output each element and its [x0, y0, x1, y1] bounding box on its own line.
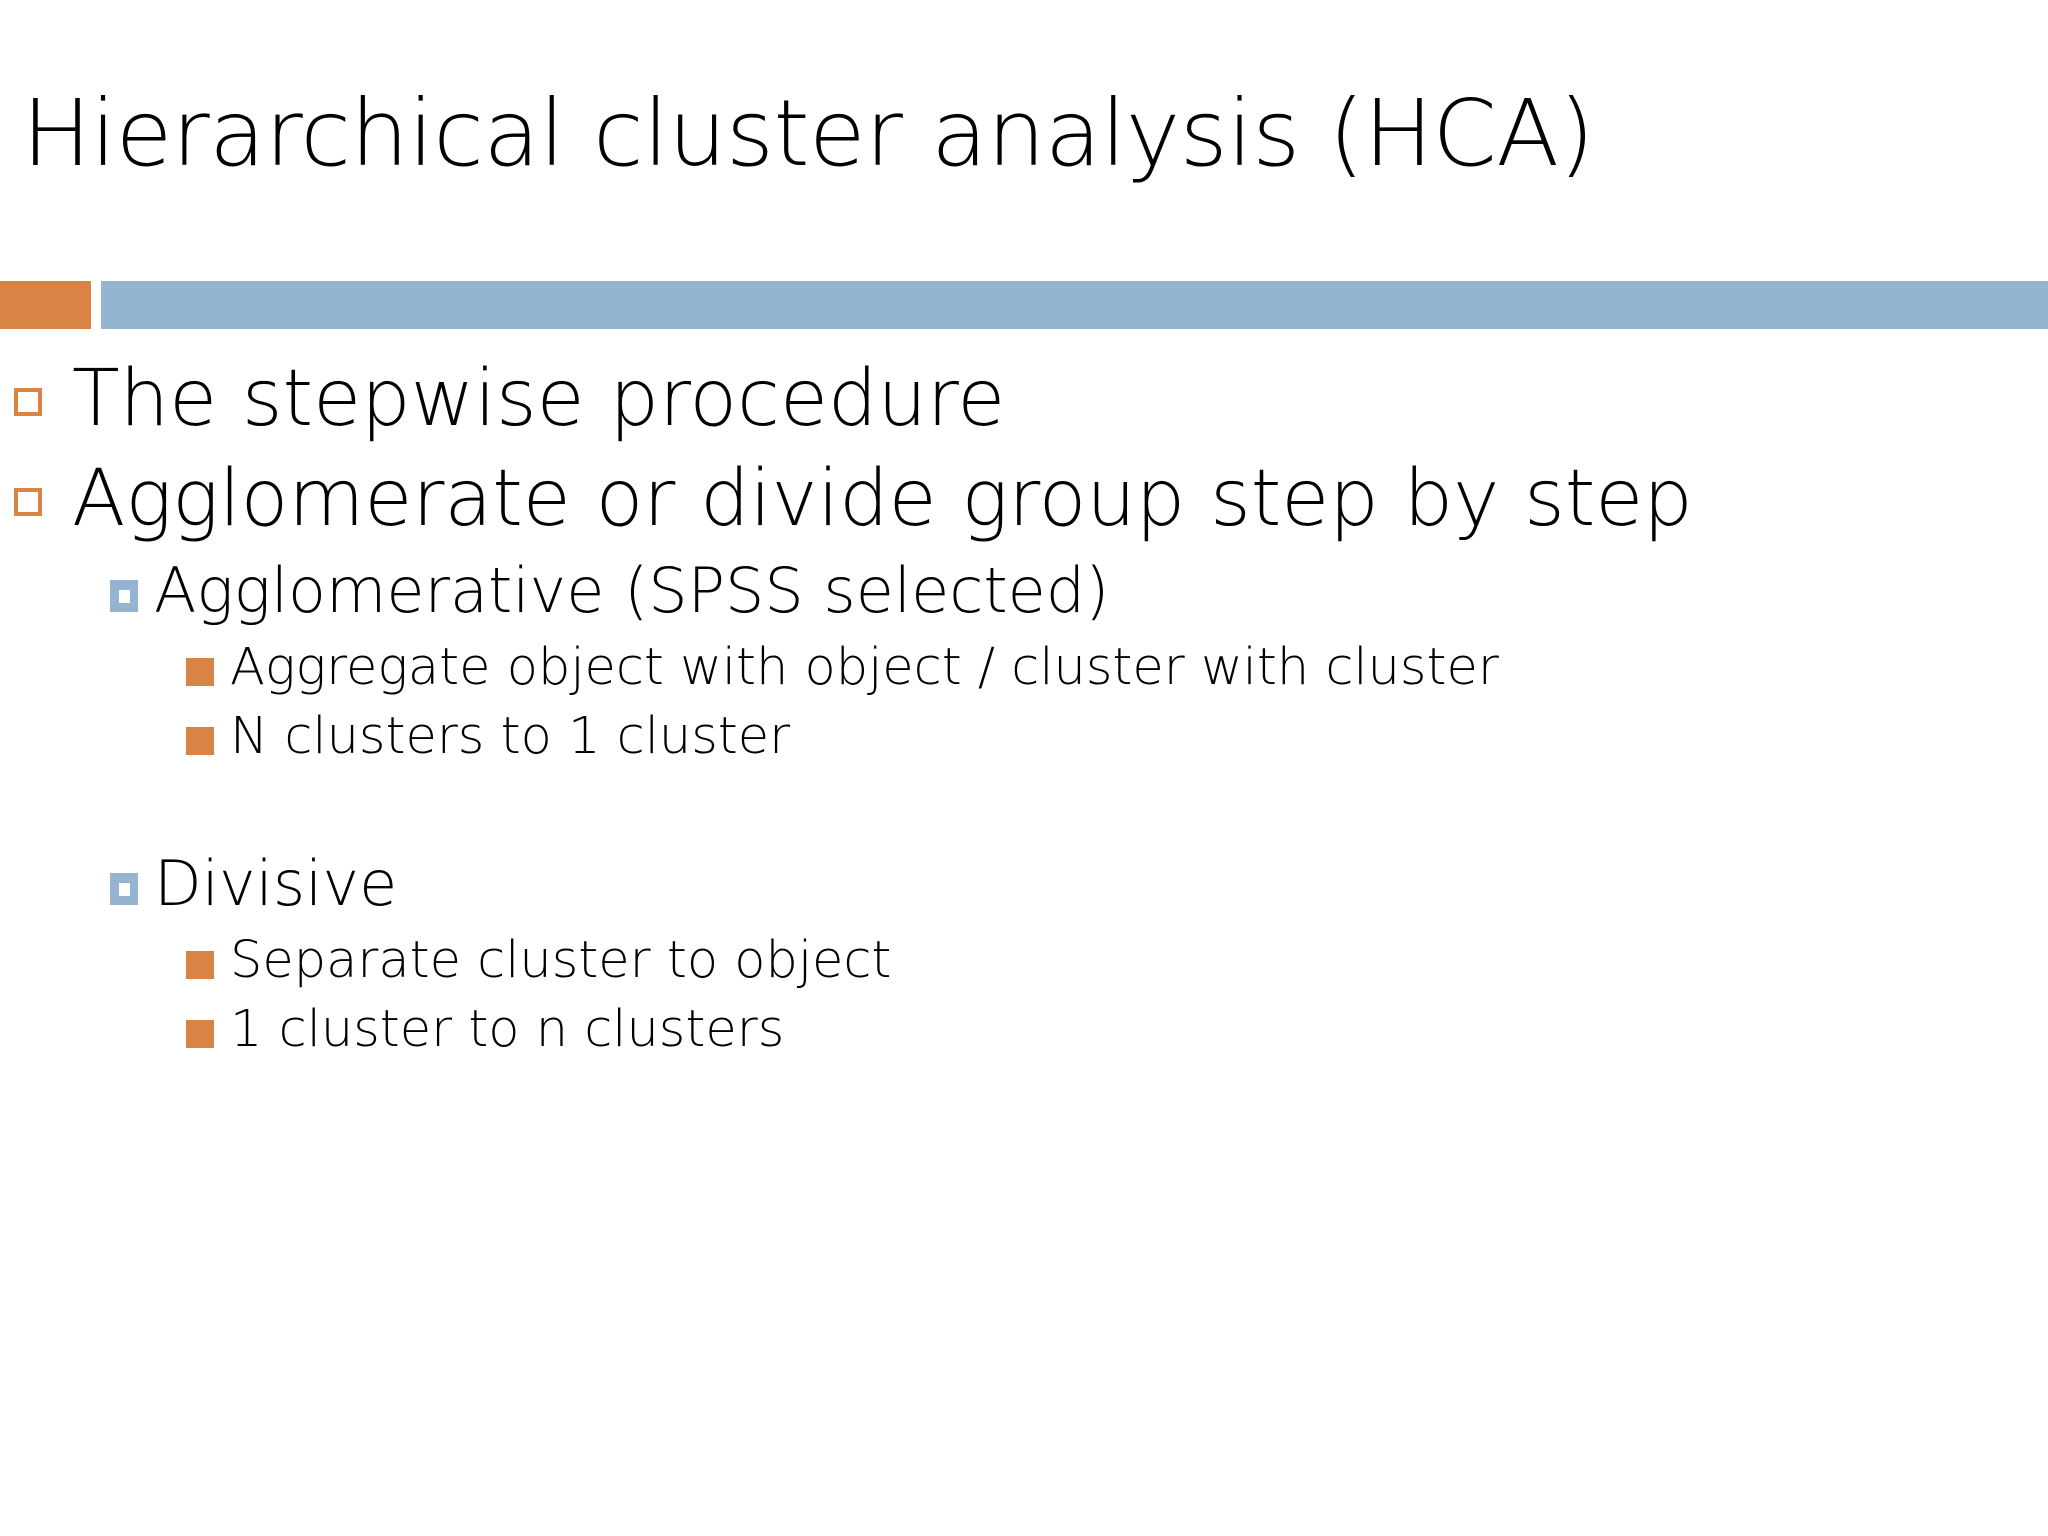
filled-square-bullet-icon	[186, 727, 214, 755]
hollow-square-bullet-icon	[14, 388, 42, 416]
list-item-label: Separate cluster to object	[230, 931, 892, 990]
list-item: Aggregate object with object / cluster w…	[0, 634, 2048, 701]
list-item-label: N clusters to 1 cluster	[230, 707, 791, 766]
filled-square-bullet-icon	[186, 951, 214, 979]
filled-square-bullet-icon	[186, 658, 214, 686]
list-item-label: 1 cluster to n clusters	[230, 1000, 785, 1059]
list-item: N clusters to 1 cluster	[0, 703, 2048, 770]
list-item-label: Aggregate object with object / cluster w…	[230, 638, 1499, 697]
list-item-label: Divisive	[154, 847, 398, 920]
divider-accent-block	[0, 281, 91, 329]
list-item: Divisive	[0, 845, 2048, 923]
list-item: Agglomerate or divide group step by step	[0, 452, 2048, 546]
page-title: Hierarchical cluster analysis (HCA)	[22, 80, 1595, 187]
title-divider	[0, 281, 2048, 329]
list-item-label: Agglomerative (SPSS selected)	[154, 554, 1110, 627]
slide-title-area: Hierarchical cluster analysis (HCA)	[22, 78, 2002, 208]
framed-square-bullet-icon	[110, 873, 138, 905]
list-item-label: Agglomerate or divide group step by step	[72, 454, 1693, 544]
divider-main-block	[101, 281, 2048, 329]
bullet-spacer	[0, 772, 2048, 845]
list-item-label: The stepwise procedure	[72, 354, 1006, 444]
list-item: Separate cluster to object	[0, 927, 2048, 994]
list-item: Agglomerative (SPSS selected)	[0, 552, 2048, 630]
filled-square-bullet-icon	[186, 1020, 214, 1048]
hollow-square-bullet-icon	[14, 488, 42, 516]
list-item: 1 cluster to n clusters	[0, 996, 2048, 1063]
list-item: The stepwise procedure	[0, 352, 2048, 446]
framed-square-bullet-icon	[110, 580, 138, 612]
